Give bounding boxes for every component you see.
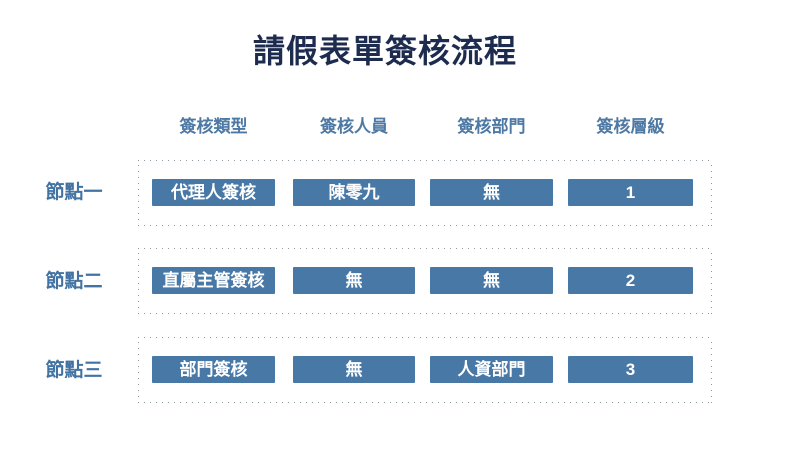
cell-approval-type: 部門簽核 bbox=[152, 356, 275, 383]
cell-approval-level: 2 bbox=[568, 267, 693, 294]
node-row-1: 代理人簽核 陳零九 無 1 bbox=[138, 160, 712, 226]
node-label-2: 節點二 bbox=[45, 271, 103, 292]
cell-approval-type: 代理人簽核 bbox=[152, 179, 275, 206]
cell-approval-level: 3 bbox=[568, 356, 693, 383]
cell-department: 人資部門 bbox=[430, 356, 553, 383]
cell-approver: 無 bbox=[293, 267, 415, 294]
cell-approver: 無 bbox=[293, 356, 415, 383]
cell-department: 無 bbox=[430, 179, 553, 206]
page-title: 請假表單簽核流程 bbox=[252, 33, 517, 69]
node-label-3: 節點三 bbox=[45, 360, 103, 381]
node-row-2: 直屬主管簽核 無 無 2 bbox=[138, 248, 712, 314]
cell-approval-level: 1 bbox=[568, 179, 693, 206]
node-row-3: 部門簽核 無 人資部門 3 bbox=[138, 337, 712, 403]
column-header-approval-type: 簽核類型 bbox=[179, 117, 248, 136]
node-label-1: 節點一 bbox=[45, 182, 103, 203]
cell-approval-type: 直屬主管簽核 bbox=[152, 267, 275, 294]
column-header-approval-level: 簽核層級 bbox=[596, 117, 665, 136]
column-header-department: 簽核部門 bbox=[457, 117, 526, 136]
cell-approver: 陳零九 bbox=[293, 179, 415, 206]
cell-department: 無 bbox=[430, 267, 553, 294]
column-header-approver: 簽核人員 bbox=[320, 117, 388, 136]
